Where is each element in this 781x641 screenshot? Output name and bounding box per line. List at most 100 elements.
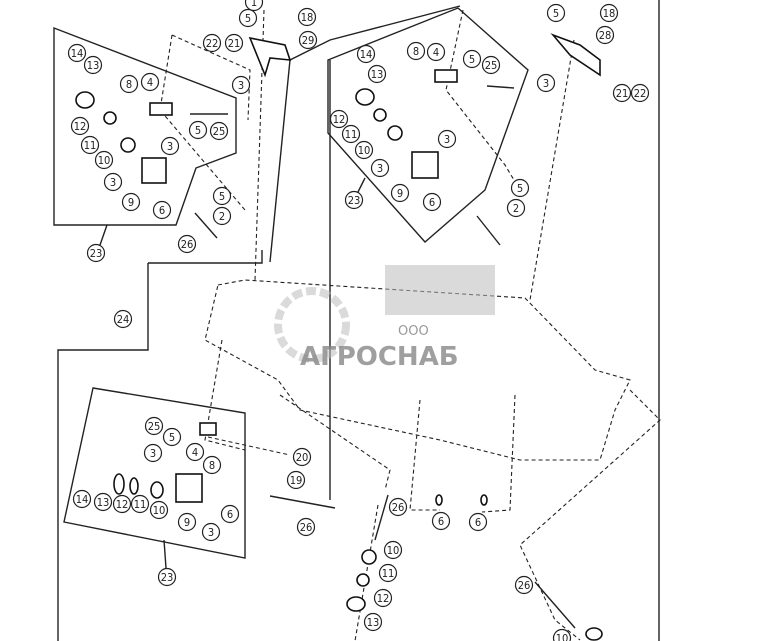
callout-number: 1 xyxy=(251,0,257,9)
callout-13: 13 xyxy=(93,492,113,512)
callout-number: 5 xyxy=(169,431,175,444)
callout-number: 6 xyxy=(438,515,444,528)
callout-number: 8 xyxy=(413,45,419,58)
callout-circle xyxy=(514,575,534,595)
callout-circle xyxy=(83,55,103,75)
callout-5: 5 xyxy=(546,3,566,23)
callout-circle xyxy=(160,136,180,156)
callout-number: 2 xyxy=(219,210,225,223)
callout-number: 23 xyxy=(161,571,174,584)
callout-circle xyxy=(431,511,451,531)
callout-13: 13 xyxy=(83,55,103,75)
callout-23: 23 xyxy=(344,190,364,210)
watermark-company-name: АГРОСНАБ xyxy=(300,342,459,372)
callout-4: 4 xyxy=(426,42,446,62)
callout-circle xyxy=(378,563,398,583)
callout-number: 12 xyxy=(377,592,390,605)
callout-2: 2 xyxy=(506,198,526,218)
callout-number: 10 xyxy=(556,632,569,641)
callout-circle xyxy=(383,540,403,560)
callout-circle xyxy=(481,55,501,75)
callout-11: 11 xyxy=(130,494,150,514)
callout-number: 13 xyxy=(371,68,384,81)
callout-1: 1 xyxy=(244,0,264,12)
callout-number: 10 xyxy=(358,144,371,157)
callout-number: 11 xyxy=(345,128,358,141)
callout-number: 6 xyxy=(159,204,165,217)
callout-20: 20 xyxy=(292,447,312,467)
callout-number: 3 xyxy=(150,447,156,460)
callout-12: 12 xyxy=(329,109,349,129)
callout-11: 11 xyxy=(341,124,361,144)
callout-number: 13 xyxy=(367,616,380,629)
callout-12: 12 xyxy=(112,494,132,514)
callout-circle xyxy=(80,135,100,155)
callout-circle xyxy=(70,116,90,136)
callout-number: 5 xyxy=(195,124,201,137)
callout-number: 13 xyxy=(97,496,110,509)
callout-circle xyxy=(224,33,244,53)
callout-14: 14 xyxy=(67,43,87,63)
callout-number: 11 xyxy=(134,498,147,511)
frame-lines xyxy=(57,0,660,641)
callout-number: 3 xyxy=(167,140,173,153)
callout-circle xyxy=(67,43,87,63)
callout-number: 25 xyxy=(148,420,161,433)
callout-number: 12 xyxy=(333,113,346,126)
callout-circle xyxy=(149,500,169,520)
callout-28: 28 xyxy=(595,25,615,45)
callout-number: 3 xyxy=(377,162,383,175)
callout-number: 3 xyxy=(110,176,116,189)
callout-circle xyxy=(612,83,632,103)
callout-circle xyxy=(162,427,182,447)
callout-5: 5 xyxy=(212,186,232,206)
callout-4: 4 xyxy=(140,72,160,92)
callout-5: 5 xyxy=(462,49,482,69)
callout-circle xyxy=(367,64,387,84)
callout-number: 22 xyxy=(634,87,647,100)
callout-number: 14 xyxy=(71,47,84,60)
callout-number: 3 xyxy=(208,526,214,539)
callout-circle xyxy=(536,73,556,93)
callout-circle xyxy=(185,442,205,462)
callout-number: 9 xyxy=(184,516,190,529)
callout-number: 8 xyxy=(126,78,132,91)
callout-circle xyxy=(510,178,530,198)
callout-25: 25 xyxy=(481,55,501,75)
callout-13: 13 xyxy=(367,64,387,84)
callout-3: 3 xyxy=(536,73,556,93)
callout-circle xyxy=(121,192,141,212)
callout-number: 12 xyxy=(116,498,129,511)
callout-circle xyxy=(244,0,264,12)
callout-number: 14 xyxy=(76,493,89,506)
callout-number: 11 xyxy=(382,567,395,580)
callout-9: 9 xyxy=(177,512,197,532)
callout-number: 12 xyxy=(74,120,87,133)
parts xyxy=(75,33,603,641)
callout-circle xyxy=(143,443,163,463)
callout-18: 18 xyxy=(599,3,619,23)
watermark-logo: ООО АГРОСНАБ xyxy=(274,265,495,372)
callout-number: 5 xyxy=(219,190,225,203)
callout-circle xyxy=(388,497,408,517)
callout-circle xyxy=(231,75,251,95)
callout-number: 22 xyxy=(206,37,219,50)
callout-circle xyxy=(209,121,229,141)
callout-circle xyxy=(552,628,572,641)
callout-23: 23 xyxy=(86,243,106,263)
callout-circle xyxy=(188,120,208,140)
callout-4: 4 xyxy=(185,442,205,462)
callout-number: 6 xyxy=(429,196,435,209)
panel-top-left xyxy=(53,26,237,246)
callout-number: 5 xyxy=(517,182,523,195)
callout-circle xyxy=(103,172,123,192)
callout-number: 26 xyxy=(518,579,531,592)
callout-number: 10 xyxy=(153,504,166,517)
callout-circle xyxy=(546,3,566,23)
callout-6: 6 xyxy=(152,200,172,220)
panel-top-right xyxy=(327,7,529,243)
callout-number: 6 xyxy=(227,508,233,521)
callout-number: 18 xyxy=(301,11,314,24)
